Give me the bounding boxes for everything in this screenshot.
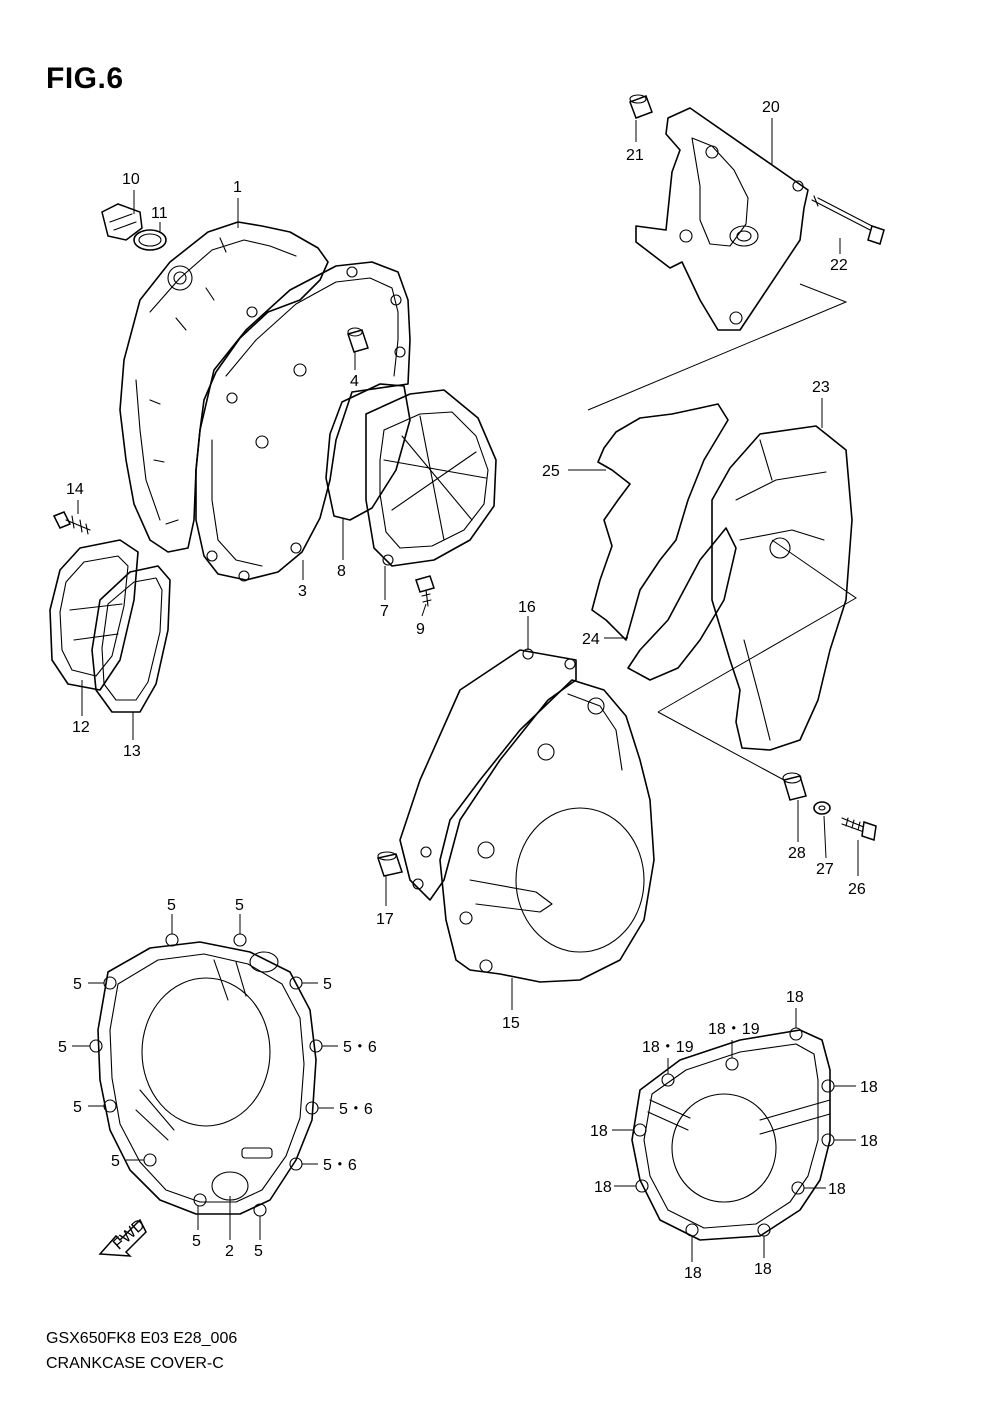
gasket-part-13 <box>91 565 171 713</box>
callout-14: 14 <box>66 481 84 498</box>
callout-10: 10 <box>122 171 140 188</box>
callout-22: 22 <box>830 257 848 274</box>
callout-24: 24 <box>582 631 600 648</box>
callout-18: 18 <box>594 1179 612 1196</box>
callout-27: 27 <box>816 861 834 878</box>
callout-5-6: 5・6 <box>343 1039 377 1056</box>
callout-18-19: 18・19 <box>708 1021 760 1038</box>
diagram-name: CRANKCASE COVER-C <box>46 1355 224 1372</box>
callout-5: 5 <box>73 1099 82 1116</box>
diagram-code: GSX650FK8 E03 E28_006 <box>46 1330 238 1347</box>
callout-18: 18 <box>860 1133 878 1150</box>
callout-5: 5 <box>111 1153 120 1170</box>
callout-5: 5 <box>235 897 244 914</box>
callout-5: 5 <box>192 1233 201 1250</box>
callout-13: 13 <box>123 743 141 760</box>
callout-18: 18 <box>684 1265 702 1282</box>
generator-cover-part-15 <box>439 679 655 983</box>
lower-clutch-cover-bolt-diagram <box>97 941 317 1215</box>
callout-17: 17 <box>376 911 394 928</box>
callout-4: 4 <box>350 373 359 390</box>
dowel-pin-part-17 <box>377 851 403 877</box>
callout-5: 5 <box>323 976 332 993</box>
clutch-cover-gasket-part-3 <box>195 261 411 582</box>
assembly-guide-lines <box>587 283 857 781</box>
cover-part-12 <box>49 539 139 691</box>
gasket-part-16 <box>399 648 577 901</box>
callout-5-6: 5・6 <box>323 1157 357 1174</box>
callout-18: 18 <box>754 1261 772 1278</box>
clutch-cover-part-1 <box>119 221 329 553</box>
bolt-part-9 <box>415 575 435 607</box>
callout-labels: 1 10 11 4 3 8 7 9 14 12 13 20 21 22 23 2… <box>58 99 878 1282</box>
cover-part-23 <box>711 425 853 751</box>
collar-part-21 <box>629 94 653 119</box>
callout-3: 3 <box>298 583 307 600</box>
bolt-part-14 <box>52 511 91 535</box>
cover-part-7 <box>365 389 497 567</box>
callout-15: 15 <box>502 1015 520 1032</box>
callout-5: 5 <box>167 897 176 914</box>
callout-5-6: 5・6 <box>339 1101 373 1118</box>
callout-20: 20 <box>762 99 780 116</box>
callout-18: 18 <box>786 989 804 1006</box>
bolt-part-22 <box>811 195 885 245</box>
callout-7: 7 <box>380 603 389 620</box>
forward-direction-arrow-icon: FWD <box>98 1216 148 1257</box>
cover-part-24 <box>627 527 737 681</box>
callout-1: 1 <box>233 179 242 196</box>
callout-25: 25 <box>542 463 560 480</box>
callout-11: 11 <box>151 205 168 222</box>
o-ring-part-11 <box>133 229 167 251</box>
washer-part-27 <box>813 801 831 815</box>
callout-9: 9 <box>416 621 425 638</box>
callout-18-19: 18・19 <box>642 1039 694 1056</box>
callout-18: 18 <box>590 1123 608 1140</box>
bracket-part-20 <box>635 107 809 331</box>
figure-title: FIG.6 <box>46 62 124 95</box>
callout-16: 16 <box>518 599 536 616</box>
lower-generator-cover-bolt-diagram <box>631 1029 831 1241</box>
callout-28: 28 <box>788 845 806 862</box>
screw-part-26 <box>841 817 877 841</box>
callout-5: 5 <box>254 1243 263 1260</box>
callout-5: 5 <box>58 1039 67 1056</box>
callout-23: 23 <box>812 379 830 396</box>
callout-2: 2 <box>225 1243 234 1260</box>
leader-lines <box>72 118 859 1262</box>
callout-26: 26 <box>848 881 866 898</box>
callout-18: 18 <box>828 1181 846 1198</box>
gasket-part-8 <box>325 383 411 521</box>
callout-18: 18 <box>860 1079 878 1096</box>
callout-8: 8 <box>337 563 346 580</box>
oil-filler-cap-part-10 <box>101 203 143 241</box>
grommet-part-28 <box>782 772 807 801</box>
callout-21: 21 <box>626 147 644 164</box>
dowel-pin-part-4 <box>347 327 369 353</box>
callout-12: 12 <box>72 719 90 736</box>
cover-part-25 <box>591 403 729 641</box>
callout-5: 5 <box>73 976 82 993</box>
